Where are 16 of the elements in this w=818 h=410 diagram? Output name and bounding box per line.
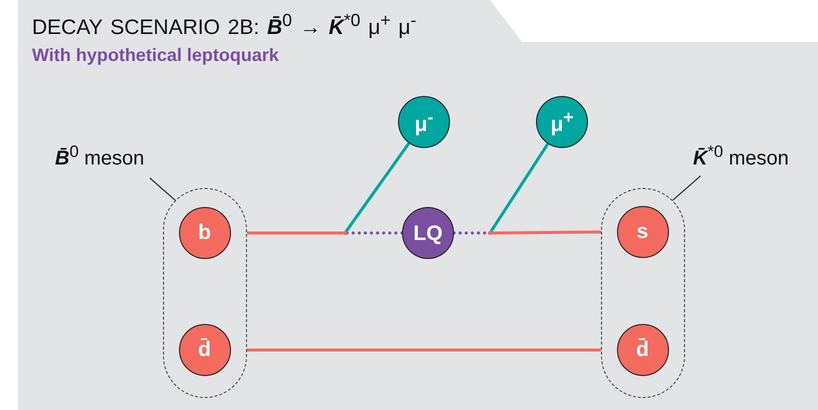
- meson-label: B̄$^{0}$ meson: [55, 142, 175, 172]
- subtitle: With hypothetical leptoquark: [32, 45, 279, 66]
- leader-line: [672, 175, 701, 201]
- meson-outline: [601, 188, 685, 398]
- particle-line: [247, 348, 601, 352]
- leader-line: [149, 178, 176, 201]
- vertex-dot: [488, 231, 492, 235]
- particle-line: [344, 142, 410, 232]
- meson-label: K̄$^{*0}$ meson: [693, 142, 818, 172]
- dotted-line: [346, 232, 404, 234]
- particle-line: [247, 232, 343, 234]
- particle-line: [490, 143, 550, 232]
- vertex-dot: [343, 231, 347, 235]
- title: DECAY SCENARIO 2B: B̄$^{0}$ → K̄$^{*0}$ μ$^{+}$ μ$^{-}$: [32, 10, 416, 40]
- meson-outline: [163, 188, 247, 398]
- particle-line: [492, 230, 602, 234]
